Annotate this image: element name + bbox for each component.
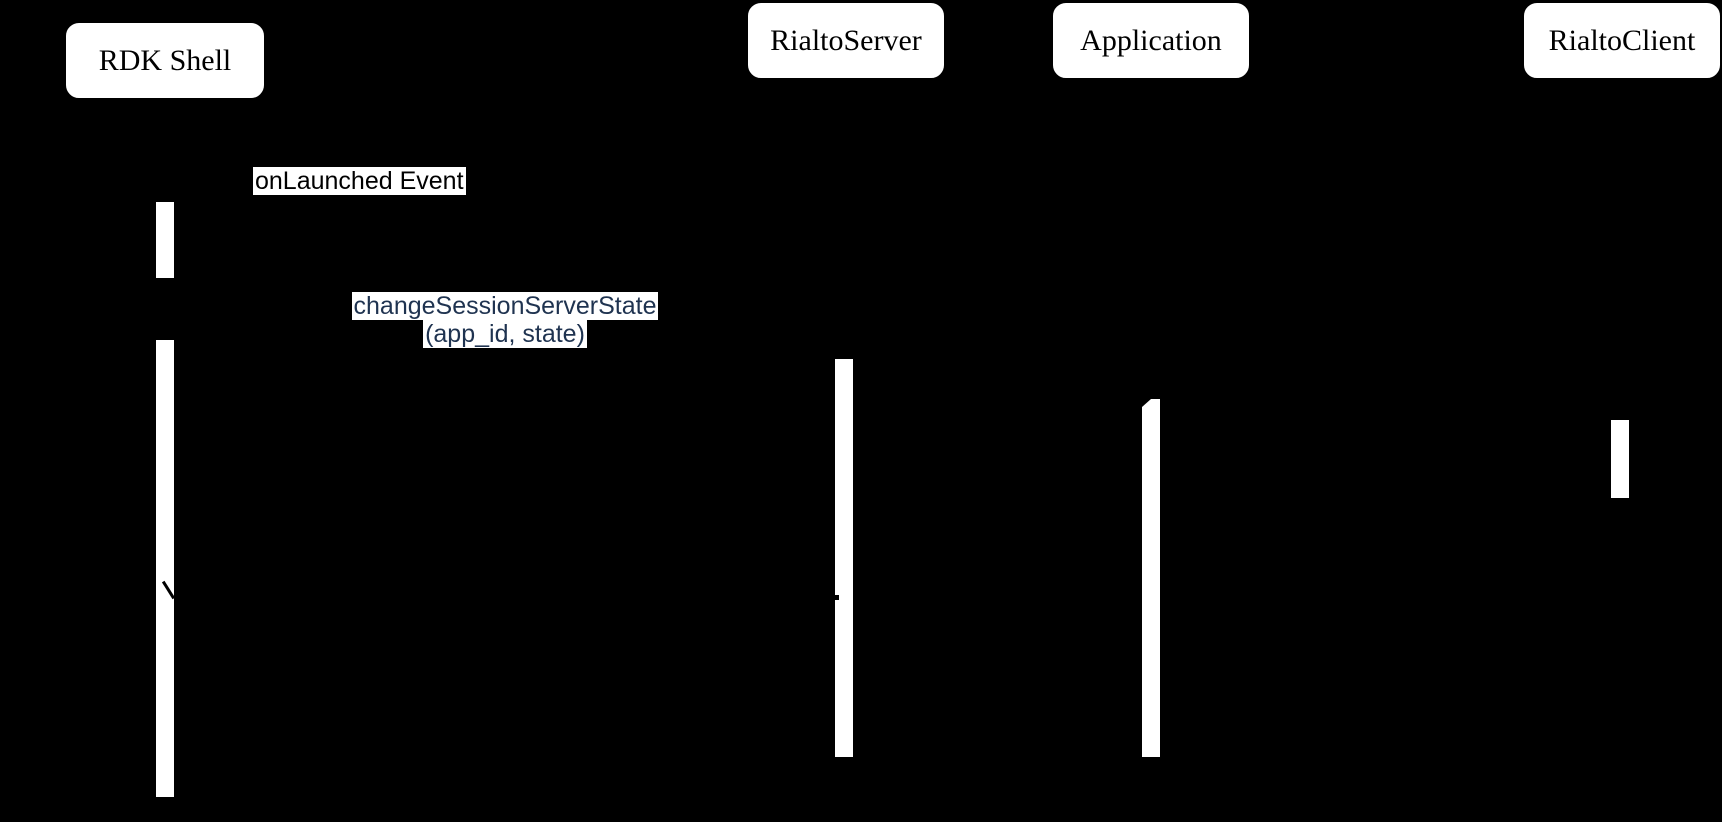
message-label-onlaunched-event-text: onLaunched Event: [253, 167, 466, 195]
participant-label-rialto-client: RialtoClient: [1548, 23, 1696, 57]
participant-label-application: Application: [1080, 23, 1222, 57]
participant-box-rialto-server: RialtoServer: [747, 2, 945, 79]
activation-rialto-client: [1611, 420, 1629, 498]
message-label-change-session-server-state-line2[interactable]: (app_id, state): [423, 320, 587, 348]
activation-rdk-shell-2: [156, 340, 174, 797]
message-label-change-session-server-state-line1[interactable]: changeSessionServerState: [351, 292, 659, 320]
participant-box-rialto-client: RialtoClient: [1523, 2, 1721, 79]
participant-box-application: Application: [1052, 2, 1250, 79]
message-label-onlaunched-event: onLaunched Event: [253, 167, 466, 195]
activation-application: [1142, 399, 1160, 757]
participant-label-rialto-server: RialtoServer: [770, 23, 922, 57]
activation-rialto-server: [835, 359, 853, 757]
activation-rdk-shell-1: [156, 202, 174, 278]
message-label-change-session-server-state[interactable]: changeSessionServerState (app_id, state): [349, 292, 661, 348]
arrowhead-fragment-on-application-activation: [1142, 399, 1151, 407]
arrowhead-fragment-on-rialto-server-activation: [835, 595, 839, 600]
participant-box-rdk-shell: RDK Shell: [65, 22, 265, 99]
participant-label-rdk-shell: RDK Shell: [98, 43, 232, 77]
